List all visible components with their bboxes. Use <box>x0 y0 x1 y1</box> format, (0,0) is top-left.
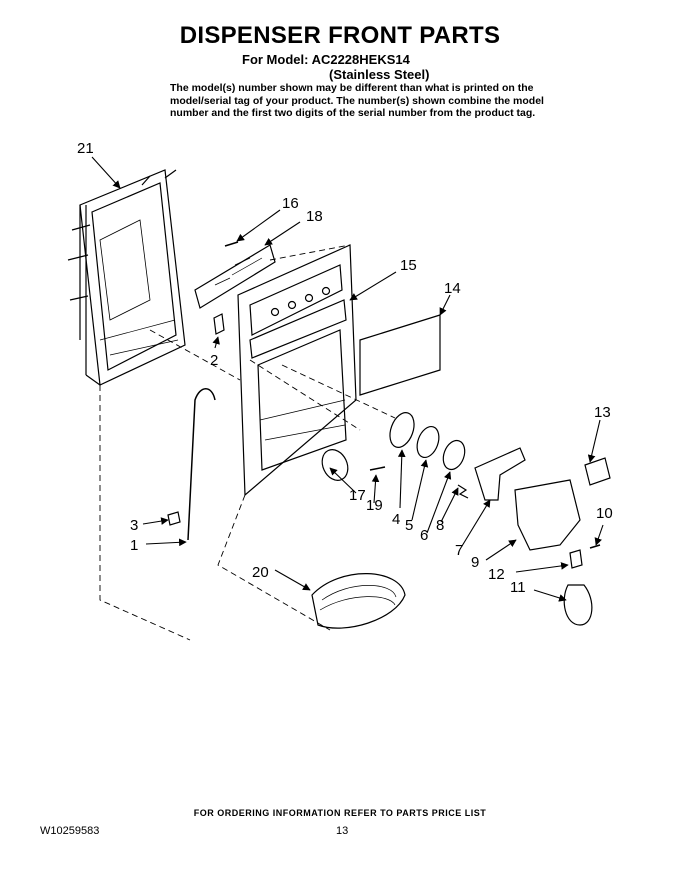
drip-tray <box>311 573 406 629</box>
lens <box>442 439 466 471</box>
page-title: DISPENSER FRONT PARTS <box>179 22 501 49</box>
assembly-lines <box>99 244 396 641</box>
callout-label: 3 <box>130 517 138 534</box>
screw <box>589 544 601 549</box>
callout-label: 16 <box>282 195 299 212</box>
callout-label: 4 <box>392 511 400 528</box>
tube-clip <box>167 511 181 526</box>
callout-label: 8 <box>436 517 444 534</box>
callout-leaders <box>91 156 604 602</box>
ring <box>389 412 415 448</box>
model-note-line: The model(s) number shown may be differe… <box>170 82 534 94</box>
document-number: W10259583 <box>40 825 100 837</box>
dispenser-front <box>237 244 357 497</box>
page-number: 13 <box>336 825 349 837</box>
callout-label: 14 <box>444 280 461 297</box>
screw <box>369 466 386 471</box>
callout-label: 1 <box>130 537 138 554</box>
membrane-panel <box>359 314 441 396</box>
model-number: For Model: AC2228HEKS14 <box>242 52 410 67</box>
model-note: The model(s) number shown may be differe… <box>170 82 544 120</box>
callout-label: 2 <box>210 352 218 369</box>
switch <box>213 313 225 335</box>
callout-label: 17 <box>349 487 366 504</box>
light-bulb <box>563 584 593 626</box>
actuator-lever <box>474 447 526 501</box>
callout-label: 18 <box>306 208 323 225</box>
callout-label: 20 <box>252 564 269 581</box>
lamp-socket <box>569 549 583 569</box>
model-note-line: model/serial tag of your product. The nu… <box>170 94 544 107</box>
callout-label: 15 <box>400 257 417 274</box>
dispenser-housing <box>514 479 581 551</box>
water-tube <box>187 388 216 541</box>
ordering-info: FOR ORDERING INFORMATION REFER TO PARTS … <box>193 808 487 818</box>
ring <box>416 425 440 459</box>
dispenser-paddle <box>321 449 349 481</box>
solenoid <box>584 457 611 486</box>
callout-label: 9 <box>471 554 479 571</box>
screw <box>224 241 239 247</box>
callout-labels: 21 16 18 15 14 2 13 3 1 17 19 4 5 6 8 7 … <box>77 140 613 596</box>
callout-label: 13 <box>594 404 611 421</box>
control-board <box>194 244 276 309</box>
callout-label: 11 <box>510 579 526 596</box>
model-variant: (Stainless Steel) <box>329 67 430 82</box>
model-note-line: number and the first two digits of the s… <box>170 107 536 119</box>
callout-label: 10 <box>596 505 613 522</box>
callout-label: 7 <box>455 542 463 559</box>
callout-label: 12 <box>488 566 505 583</box>
spring <box>457 484 469 499</box>
mounting-frame <box>67 169 186 386</box>
callout-label: 6 <box>420 527 428 544</box>
callout-label: 21 <box>77 140 94 157</box>
callout-label: 19 <box>366 497 383 514</box>
callout-label: 5 <box>405 517 413 534</box>
